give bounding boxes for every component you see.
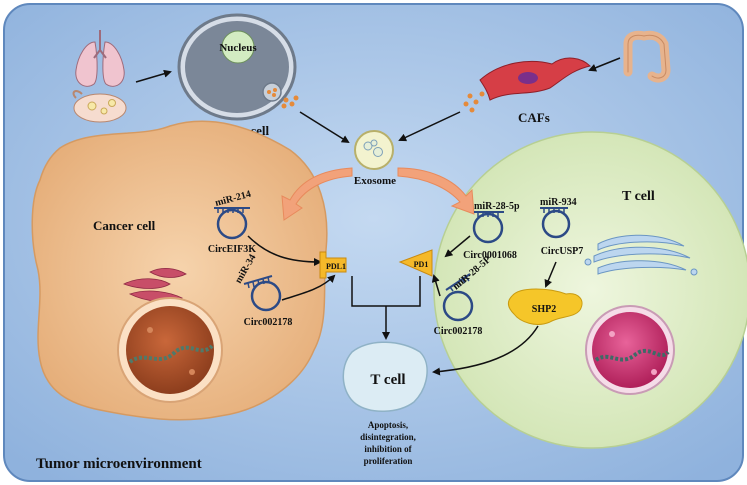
shp2-label: SHP2 — [532, 304, 556, 315]
circusp7-ring — [540, 207, 571, 239]
pd1-label: PD1 — [414, 260, 429, 269]
right-t-cell-label: T cell — [622, 189, 655, 204]
pdl1-receptor — [319, 251, 347, 279]
intestine-icon — [623, 30, 671, 83]
circ0001068-to-pd1-arrow — [444, 235, 471, 258]
shp2-to-tcell-arrow — [432, 325, 539, 376]
outcome-line4: proliferation — [364, 456, 413, 466]
nucleus — [221, 30, 255, 64]
cafs-to-exosome-arrow — [398, 111, 461, 142]
outcome-line2: disintegration, — [360, 432, 416, 442]
left-er-organelle — [122, 268, 187, 302]
organ-to-cancer-arrow — [135, 69, 172, 83]
mir28-5p-top-label: miR-28-5p — [474, 201, 520, 212]
circ002178-left-ring — [243, 275, 282, 312]
lung-icon — [75, 30, 125, 87]
pd1-receptor — [398, 249, 433, 277]
circusp7-to-shp2-arrow — [544, 261, 557, 288]
circ002178-to-pd1-arrow — [431, 274, 441, 297]
outcome-line1: Apoptosis, — [368, 420, 408, 430]
circ0001068-ring — [472, 211, 504, 244]
cafs-label: CAFs — [518, 110, 550, 125]
circ002178-right-label: Circ002178 — [434, 326, 483, 337]
pdl1-pd1-converge-lines — [351, 276, 421, 338]
caf-cell — [479, 57, 591, 101]
right-nucleus — [585, 305, 675, 395]
shp2-protein — [507, 288, 583, 325]
circeif3k-to-pdl1-arrow — [247, 235, 322, 266]
circ002178-left-label: Circ002178 — [244, 317, 293, 328]
caf-vesicles — [463, 91, 485, 113]
cancer-to-exosome-arrow — [299, 111, 350, 144]
exosome-label: Exosome — [354, 175, 396, 187]
circusp7-label: CircUSP7 — [541, 246, 584, 257]
circ0001068-label: Circ0001068 — [463, 250, 517, 261]
circ002178-right-ring — [442, 273, 474, 322]
top-cancer-cell — [177, 13, 297, 121]
left-cancer-cell-label: Cancer cell — [93, 218, 156, 233]
pdl1-label: PDL1 — [326, 262, 346, 271]
ovary-icon — [72, 90, 127, 123]
released-vesicles — [281, 95, 299, 109]
golgi-organelle — [584, 234, 698, 276]
exosome — [354, 130, 394, 170]
bottom-t-cell — [342, 341, 428, 412]
right-t-cell — [433, 131, 747, 449]
circ002178-to-pdl1-arrow — [281, 274, 336, 301]
circeif3k-ring — [214, 207, 250, 240]
nucleus-label: Nucleus — [219, 42, 257, 54]
mir934-label: miR-934 — [540, 197, 577, 208]
bottom-t-cell-label: T cell — [370, 372, 405, 388]
intestine-to-cafs-arrow — [588, 57, 621, 72]
exosome-to-cancer-orange-arrow — [281, 167, 353, 221]
outcome-line3: inhibition of — [364, 444, 412, 454]
left-nucleus — [117, 297, 223, 403]
tumor-microenvironment-label: Tumor microenvironment — [36, 456, 202, 472]
circeif3k-label: CircEIF3K — [208, 244, 256, 255]
exosome-to-tcell-orange-arrow — [397, 167, 475, 215]
